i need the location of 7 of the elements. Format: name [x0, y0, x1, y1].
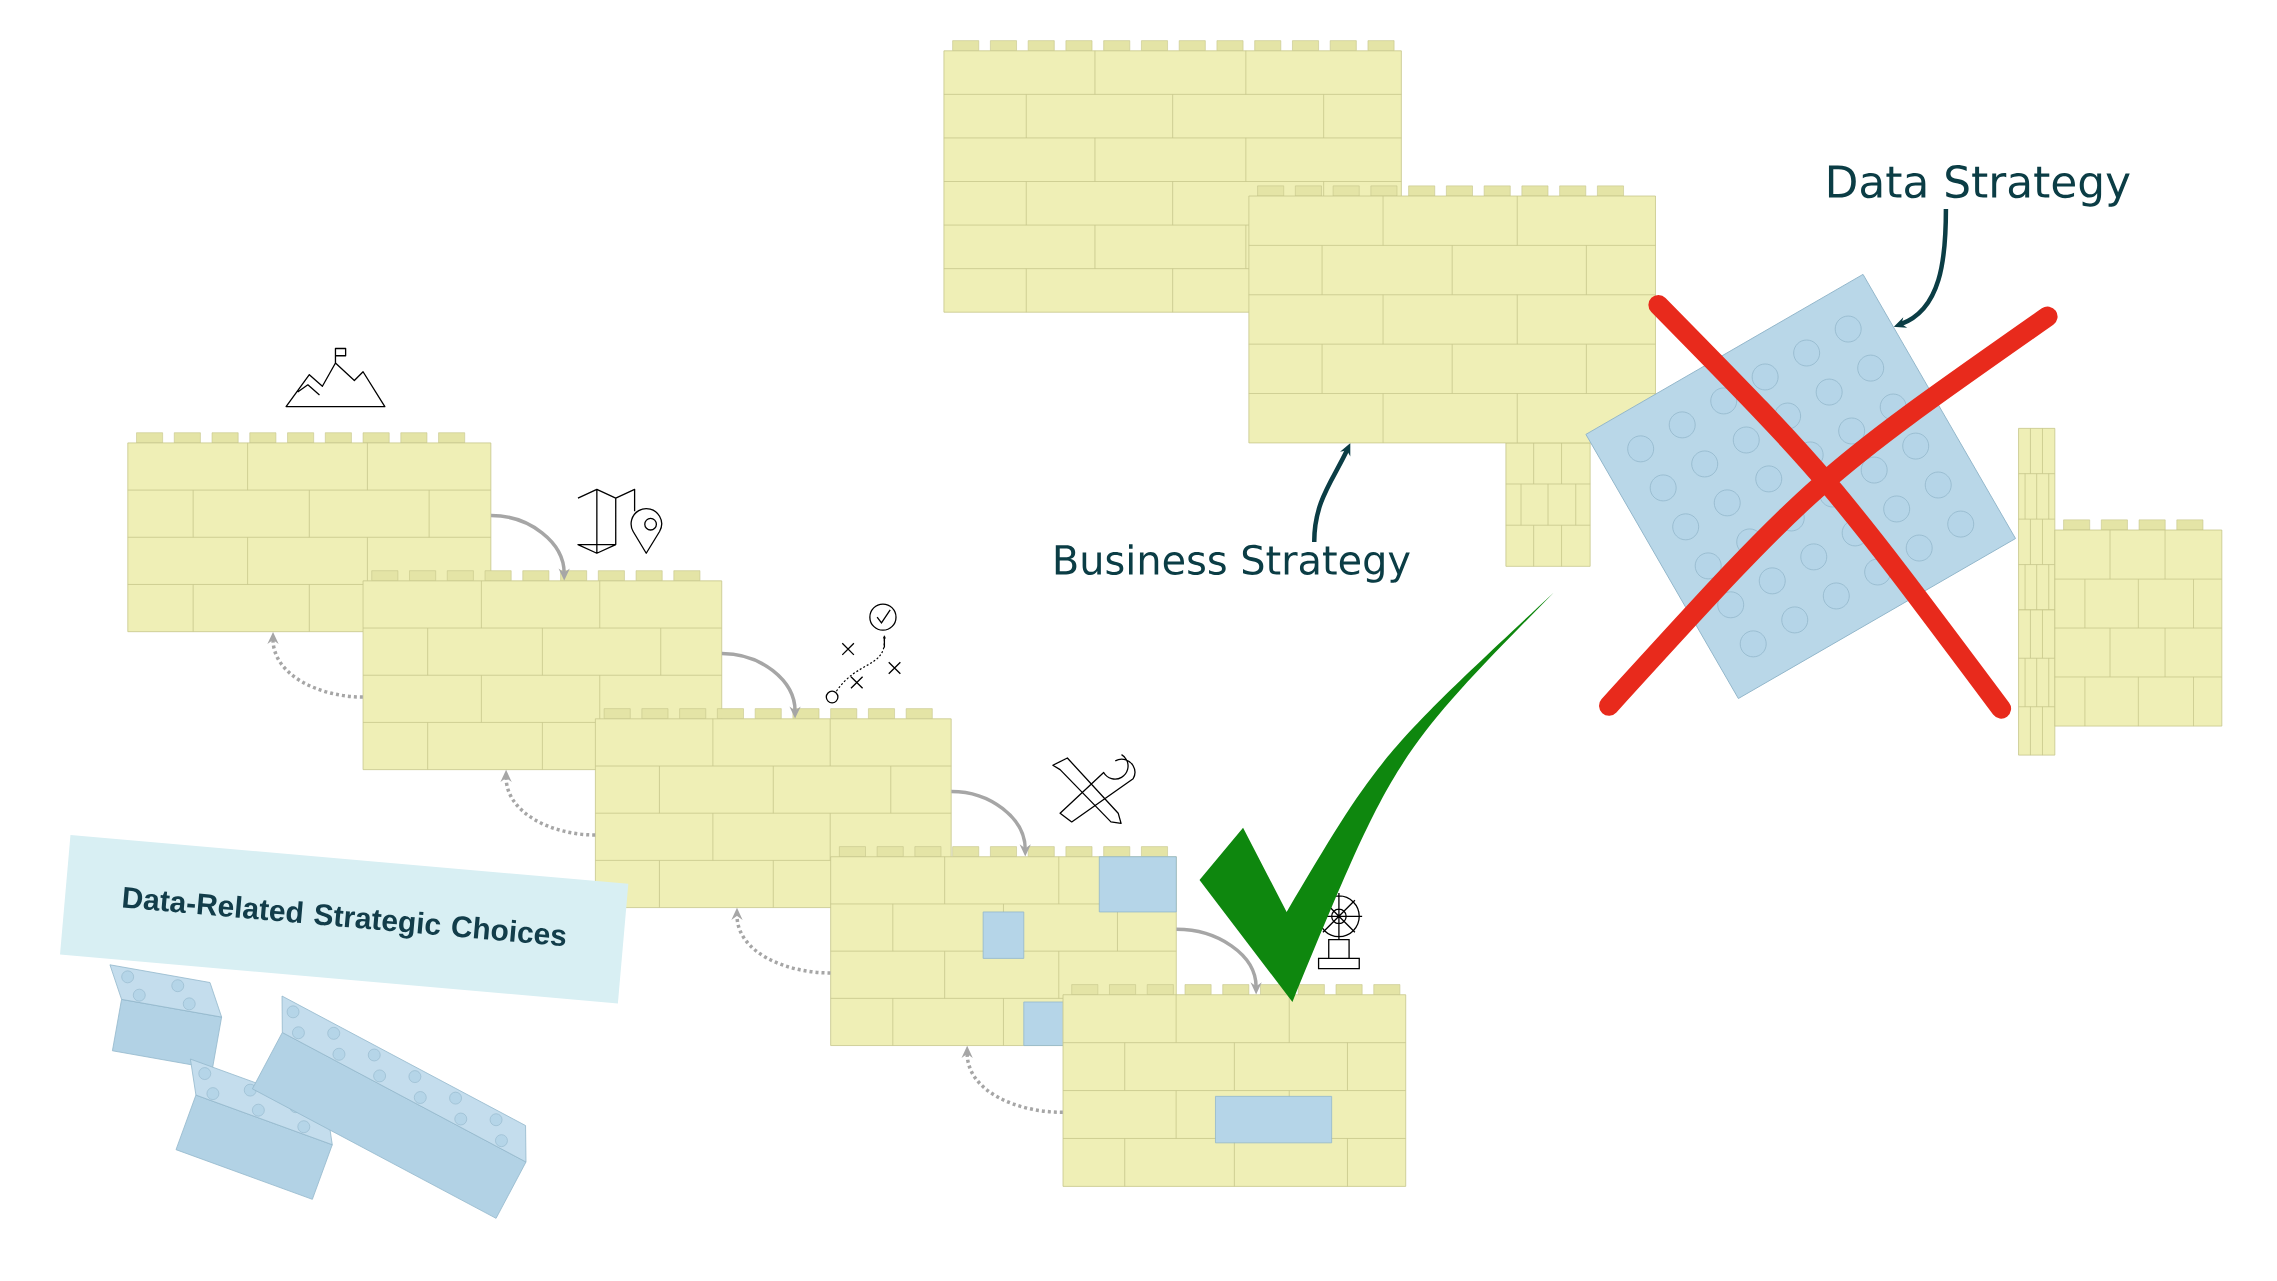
text-band: Data-Related Strategic Choices	[60, 835, 629, 1004]
brick-wall-drawing	[1062, 984, 1407, 1187]
brick-wall-drawing	[830, 846, 1177, 1047]
brick-plate-drawing	[1585, 274, 2016, 700]
brick-wall-drawing	[1248, 185, 1656, 444]
handwritten-label: Business Strategy	[1055, 544, 1410, 583]
handwritten-label: Data Strategy	[1828, 165, 2130, 207]
